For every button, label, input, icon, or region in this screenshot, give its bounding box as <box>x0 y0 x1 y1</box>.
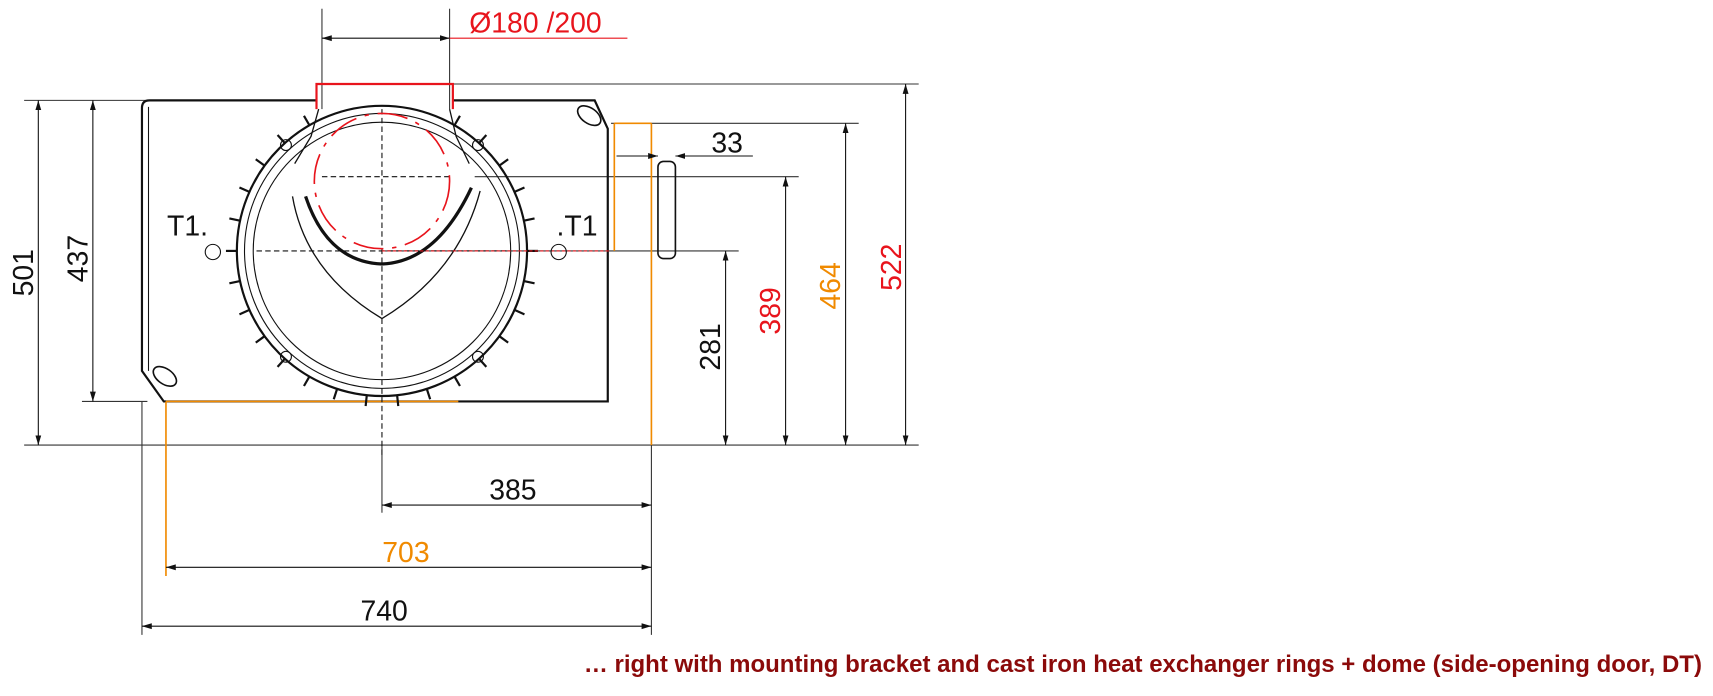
fin <box>523 217 535 222</box>
lug-top-right <box>576 105 602 127</box>
bolt-icon <box>471 350 484 363</box>
fin <box>276 358 286 368</box>
dim-281: 281 <box>695 323 727 370</box>
dim-740: 740 <box>360 596 407 628</box>
fin <box>364 395 368 407</box>
fin <box>453 376 461 387</box>
mounting-bracket <box>657 160 677 260</box>
fin <box>514 186 525 193</box>
flue-outlet <box>313 82 612 252</box>
fin <box>255 335 266 344</box>
dim-437: 437 <box>62 235 94 282</box>
fin <box>453 115 461 126</box>
heat-exchanger-rings: (function(){ const g=document.currentScr… <box>225 104 538 459</box>
dim-501: 501 <box>8 249 40 296</box>
dim-522: 522 <box>876 244 908 291</box>
bolt-icon <box>471 139 484 152</box>
fin <box>303 376 311 387</box>
stove-housing <box>140 99 609 403</box>
dome <box>291 190 481 320</box>
dim-703: 703 <box>382 537 429 569</box>
flue-diameter-label: Ø180 /200 <box>469 8 601 40</box>
fin <box>238 186 250 193</box>
extension-lines <box>24 8 919 635</box>
fin <box>478 134 488 144</box>
fin <box>498 335 509 344</box>
bolt-icon <box>279 350 292 363</box>
fin <box>425 388 432 400</box>
dim-385: 385 <box>489 475 536 507</box>
fin <box>229 280 241 285</box>
t1-left-hole <box>204 243 222 261</box>
fin <box>478 358 488 368</box>
fin <box>276 134 286 144</box>
dim-389: 389 <box>755 287 787 334</box>
fin <box>514 308 525 316</box>
fin <box>238 308 250 316</box>
lug-bottom-left <box>152 365 178 387</box>
fin <box>396 395 400 407</box>
dim-464: 464 <box>815 262 847 309</box>
fin <box>332 388 339 400</box>
t1-left-label: T1. <box>167 211 208 243</box>
fin <box>229 217 241 222</box>
fin <box>303 115 311 126</box>
fin <box>498 158 509 167</box>
fin <box>523 280 535 285</box>
drawing-caption: … right with mounting bracket and cast i… <box>584 651 1702 678</box>
t1-right-hole <box>550 243 567 261</box>
orange-outline <box>165 122 653 576</box>
bolt-icon <box>279 139 292 152</box>
dim-33: 33 <box>711 128 743 160</box>
t1-right-label: .T1 <box>557 211 598 243</box>
fin <box>255 158 266 167</box>
